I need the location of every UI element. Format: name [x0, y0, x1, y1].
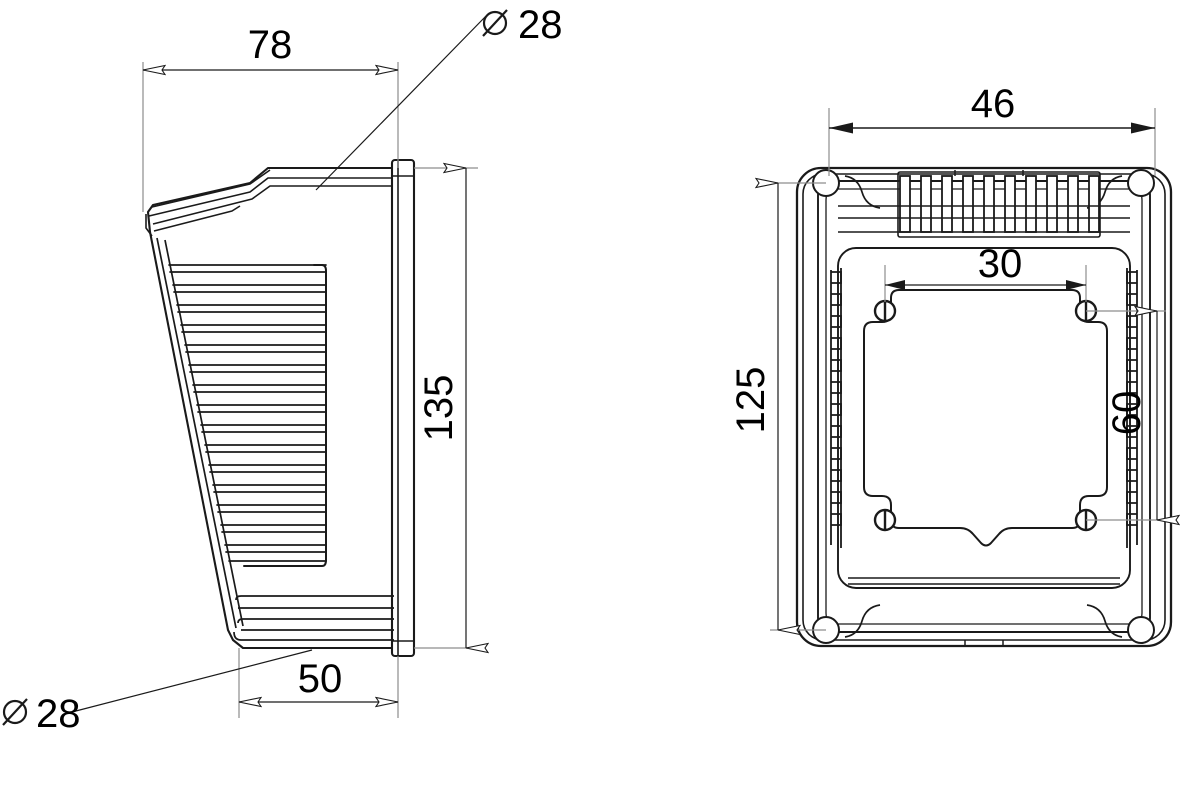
corner-hole-bottom-right	[1127, 616, 1155, 644]
front-view-bottom-seam	[964, 640, 1004, 646]
dim-label-dia28-top: 28	[518, 3, 563, 47]
dim-label-dia28-bottom: 28	[36, 692, 81, 736]
dim-label-50: 50	[298, 657, 343, 701]
dimension-group-front: 46 125 30 60	[729, 82, 1166, 630]
side-view-bottom-rail	[233, 595, 394, 641]
dim-label-125: 125	[729, 367, 773, 434]
side-view	[145, 158, 416, 658]
side-view-left-wall	[156, 237, 244, 629]
front-view-left-serration	[830, 268, 842, 548]
dim-label-30: 30	[978, 242, 1023, 286]
dim-label-46: 46	[971, 82, 1016, 126]
screw-top-left	[873, 299, 897, 323]
front-view-vent-frame	[838, 170, 1130, 233]
dimension-group-side: 78 135 50 28 28	[2, 3, 563, 736]
dim-label-78: 78	[248, 23, 293, 67]
dia-symbol-top	[482, 9, 508, 37]
corner-hole-top-right	[1127, 169, 1155, 197]
front-view-plate-recess	[837, 247, 1131, 589]
side-view-top-facets	[145, 169, 396, 237]
leader-line-dia28-top	[315, 15, 487, 191]
dia-symbol-bottom	[2, 698, 28, 726]
leader-line-dia28-bottom	[71, 649, 313, 713]
side-view-cooling-fins	[168, 264, 327, 567]
side-view-front-flange	[390, 158, 416, 658]
side-view-body-outline	[146, 166, 400, 650]
dim-label-60: 60	[1105, 391, 1149, 436]
screw-bottom-left	[873, 508, 897, 532]
dim-label-135: 135	[417, 375, 461, 442]
